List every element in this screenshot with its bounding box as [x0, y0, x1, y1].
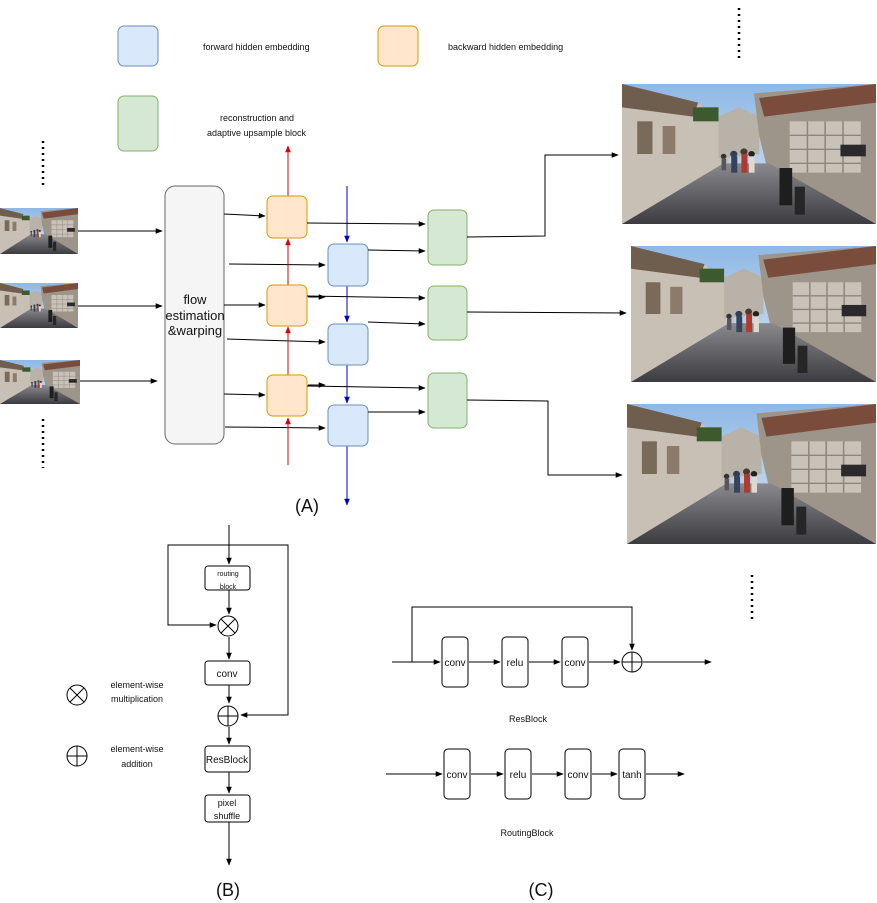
panel-b-lines — [167, 525, 289, 866]
forward-block-1 — [327, 243, 369, 287]
backward-block-3 — [266, 374, 308, 417]
resblock-item-2: relu — [507, 658, 524, 669]
routingblock-item-4: tanh — [622, 770, 641, 781]
input-frame-1 — [0, 208, 78, 254]
resblock-conv-2 — [561, 636, 589, 688]
legend-recon-label-1: reconstruction and — [220, 113, 294, 123]
pixel-shuffle-block — [204, 794, 251, 823]
routingblock-conv-1 — [443, 748, 471, 800]
conv-block — [204, 660, 251, 686]
routingblock-item-3: conv — [567, 770, 588, 781]
multiply-operator-icon — [217, 615, 239, 637]
resblock-detail-layers — [441, 636, 589, 688]
legend-recon-swatch — [117, 95, 159, 152]
flow-label-2: estimation — [165, 308, 224, 323]
add-operator-icon — [217, 705, 239, 727]
input-frame-3 — [0, 360, 80, 404]
legend-recon-label-2: adaptive upsample block — [207, 128, 307, 138]
reconstruction-block-3 — [427, 372, 468, 429]
backward-to-forward-arrows — [308, 294, 326, 388]
reconstruction-block-2 — [427, 285, 468, 341]
resblock-add-icon — [621, 651, 643, 673]
routingblock-detail-layers — [443, 748, 646, 800]
ellipsis-dots — [41, 8, 754, 622]
routing-block-label-1: routing — [217, 571, 239, 578]
resblock-block — [204, 745, 251, 773]
routingblock-tanh — [618, 748, 646, 800]
panel-c-label: (C) — [529, 880, 554, 900]
backward-block-2 — [266, 284, 308, 327]
routingblock-item-1: conv — [446, 770, 467, 781]
routingblock-title: RoutingBlock — [500, 828, 554, 838]
output-frame-3 — [627, 404, 876, 544]
legend-add-label-1: element-wise — [110, 744, 163, 754]
resblock-title: ResBlock — [509, 714, 548, 724]
legend-forward-swatch — [117, 25, 159, 67]
legend-multiply-icon — [66, 684, 88, 706]
output-frame-2 — [631, 246, 876, 382]
legend-backward-label: backward hidden embedding — [448, 42, 563, 52]
legend-multiply-label-1: element-wise — [110, 680, 163, 690]
resblock-relu — [501, 636, 529, 688]
forward-block-3 — [327, 404, 369, 447]
panel-b-label: (B) — [216, 880, 240, 900]
legend-forward-label: forward hidden embedding — [203, 42, 310, 52]
flow-estimation-block — [164, 185, 225, 445]
output-frame-1 — [622, 84, 876, 224]
legend-backward-swatch — [377, 25, 419, 67]
legend-add-label-2: addition — [121, 759, 153, 769]
flow-label-3: &warping — [168, 323, 222, 338]
routingblock-item-2: relu — [510, 770, 527, 781]
flow-label-1: flow — [183, 292, 207, 307]
resblock-item-3: conv — [564, 658, 585, 669]
routingblock-relu — [504, 748, 532, 800]
resblock-conv-1 — [441, 636, 469, 688]
routing-block — [204, 565, 251, 591]
backward-block-1 — [266, 195, 308, 239]
to-reconstruction-arrows — [306, 221, 426, 415]
flow-to-forward-arrows — [224, 262, 326, 431]
pixel-shuffle-label-2: shuffle — [214, 811, 240, 821]
resblock-block-label: ResBlock — [206, 755, 249, 766]
resblock-item-1: conv — [444, 658, 465, 669]
legend-multiply-label-2: multiplication — [111, 694, 163, 704]
reconstruction-block-1 — [427, 209, 468, 266]
resblock-detail-lines — [392, 606, 712, 665]
output-arrows — [466, 152, 627, 478]
routing-block-label-2: block — [220, 584, 237, 591]
flow-to-backward-arrows — [223, 212, 266, 398]
forward-block-2 — [327, 323, 369, 366]
routingblock-conv-2 — [564, 748, 592, 800]
legend-add-icon — [66, 745, 88, 767]
input-frame-2 — [0, 283, 78, 328]
conv-block-label: conv — [216, 669, 237, 680]
pixel-shuffle-label-1: pixel — [218, 798, 237, 808]
panel-a-label: (A) — [295, 496, 319, 516]
